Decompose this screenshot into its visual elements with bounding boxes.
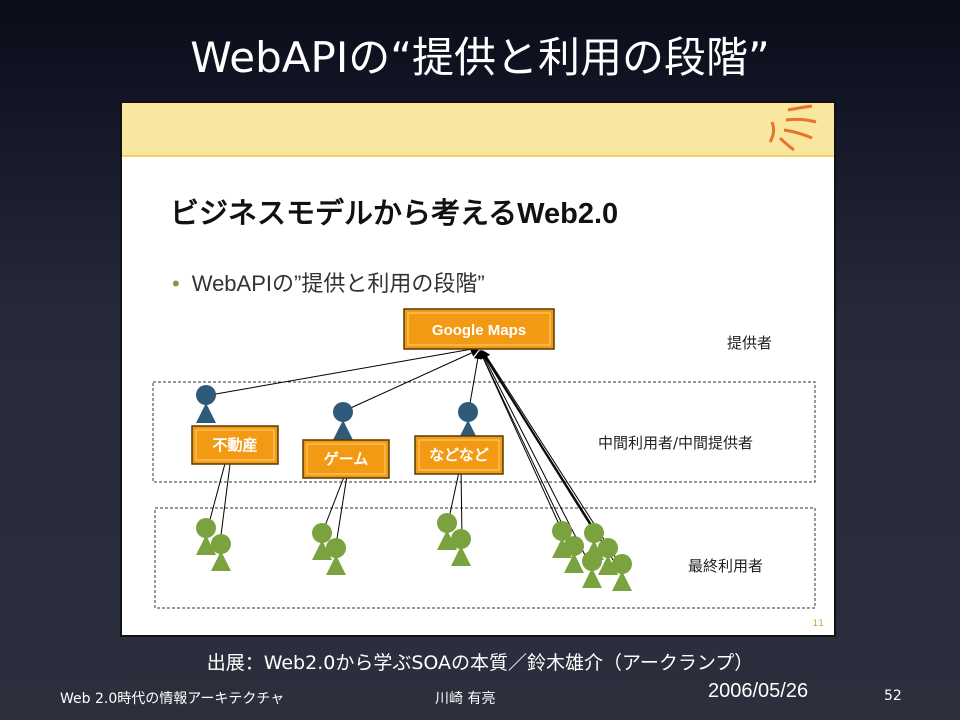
end-user-person-icon: [598, 538, 618, 575]
end-user-person-icon: [564, 536, 584, 573]
footer-date: 2006/05/26: [708, 680, 809, 702]
panel-heading: ビジネスモデルから考えるWeb2.0: [170, 198, 619, 230]
panel-header-band: [122, 103, 834, 155]
intermediary-box-etc: などなど: [414, 435, 504, 475]
flame-logo-icon: [768, 104, 817, 152]
intermediary-box-game: ゲーム: [302, 439, 390, 479]
google-maps-box: Google Maps: [403, 308, 555, 350]
intermediary-label: ゲーム: [324, 450, 369, 468]
bullet-item: • WebAPIの”提供と利用の段階”: [172, 266, 485, 298]
intermediate-layer-label: 中間利用者/中間提供者: [598, 434, 753, 452]
end-user-person-icon: [584, 523, 604, 560]
slide-title: WebAPIの“提供と利用の段階”: [190, 33, 770, 82]
intermediate-layer-box: [152, 381, 816, 483]
intermediate-person-icon: [458, 402, 478, 440]
intermediary-box-real-estate: 不動産: [191, 425, 279, 465]
end-user-person-icon: [211, 534, 231, 571]
api-layer-diagram: Google Maps 提供者 不動産 ゲーム: [152, 104, 817, 609]
intermediate-person-icon: [196, 385, 216, 423]
provider-layer-label: 提供者: [727, 334, 772, 352]
source-credit: 出展：Web2.0から学ぶSOAの本質／鈴木雄介（アークランプ）: [206, 652, 754, 674]
google-maps-label: Google Maps: [432, 322, 526, 339]
intermediate-person-icon: [333, 402, 353, 440]
bullet-text: WebAPIの”提供と利用の段階”: [191, 271, 485, 296]
end-user-person-icon: [437, 513, 457, 550]
end-user-person-icon: [451, 529, 471, 566]
intermediary-label: 不動産: [212, 436, 257, 454]
bullet-dot-icon: •: [172, 271, 180, 296]
end-user-layer-label: 最終利用者: [688, 557, 763, 575]
footer-author: 川崎 有亮: [435, 691, 496, 707]
footer-page-number: 52: [884, 688, 902, 704]
end-user-person-icon: [312, 523, 332, 560]
panel-header-rule: [122, 155, 834, 157]
intermediary-label: などなど: [429, 446, 489, 464]
embedded-slide-panel: ビジネスモデルから考えるWeb2.0 • WebAPIの”提供と利用の段階” 11: [120, 101, 836, 637]
end-user-person-icon: [612, 554, 632, 591]
end-user-layer-box: [154, 507, 816, 609]
footer-presentation-title: Web 2.0時代の情報アーキテクチャ: [60, 691, 285, 707]
end-user-person-icon: [326, 538, 346, 575]
end-user-person-icon: [196, 518, 216, 555]
panel-page-number: 11: [812, 619, 824, 629]
